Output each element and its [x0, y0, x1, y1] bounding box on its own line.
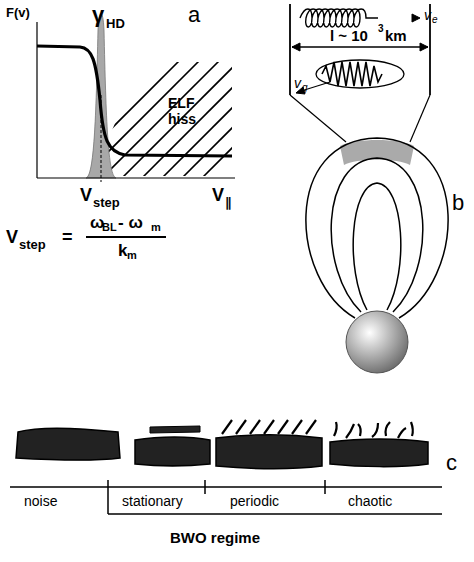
dimension-label: km	[385, 28, 407, 43]
regime-label: noise	[24, 494, 57, 508]
field-lines	[306, 138, 448, 318]
subscript: e	[432, 15, 438, 25]
subscript: step	[93, 196, 120, 209]
regime-label: stationary	[122, 494, 183, 508]
velocity-label: v	[294, 76, 301, 90]
subscript: g	[302, 83, 308, 93]
panel-letter: b	[452, 192, 464, 214]
step-marker	[101, 95, 102, 182]
distribution-curve	[37, 46, 232, 156]
operator: =	[62, 228, 73, 246]
fraction-bar	[86, 236, 166, 238]
symbol: - ω	[118, 214, 143, 231]
regime-axis	[10, 480, 442, 514]
symbol: γ	[92, 4, 104, 26]
chaotic-elements	[334, 422, 413, 438]
symbol: k	[118, 242, 127, 259]
symbol: V	[80, 186, 92, 204]
planet	[346, 311, 408, 373]
subscript: m	[127, 250, 137, 261]
subscript: BL	[102, 222, 117, 233]
superscript: 3	[378, 24, 384, 34]
periodic-elements	[222, 420, 316, 434]
panel-letter: c	[446, 452, 457, 474]
region-label: hiss	[168, 112, 196, 126]
velocity-label: v	[424, 8, 431, 22]
axis-label: V	[212, 186, 224, 204]
subscript: step	[19, 238, 46, 251]
symbol: V	[6, 228, 18, 246]
dimension-label: l ~ 10	[330, 28, 368, 43]
panel-letter: a	[188, 4, 200, 26]
axis-label: F(v)	[6, 6, 30, 19]
subscript: ∥	[225, 196, 232, 209]
field-tube-shade	[340, 140, 414, 165]
subscript: HD	[106, 17, 125, 30]
axis-x	[37, 177, 235, 178]
region-label: ELF	[168, 96, 194, 110]
subscript: m	[151, 222, 161, 233]
regime-label: chaotic	[348, 494, 392, 508]
regime-title: BWO regime	[170, 530, 260, 545]
interaction-region	[290, 4, 430, 142]
regime-label: periodic	[230, 494, 279, 508]
